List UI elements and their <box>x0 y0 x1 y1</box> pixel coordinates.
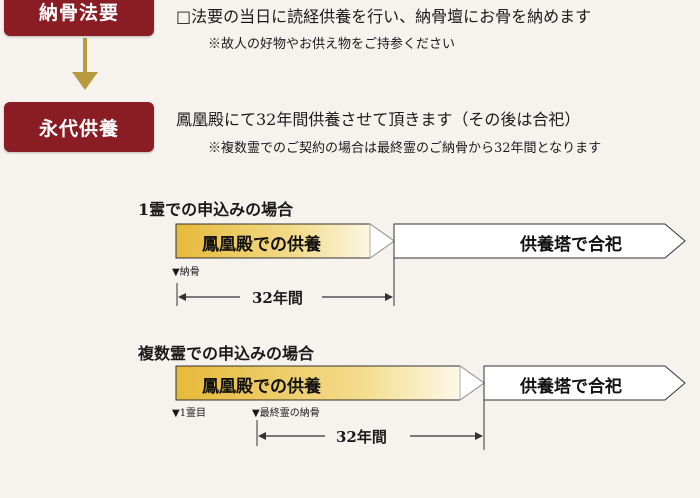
phase-goushi-label: 供養塔で合祀 <box>520 235 622 255</box>
step-title: 納骨法要 <box>38 1 119 24</box>
timeline-heading: 1霊での申込みの場合 <box>138 200 294 219</box>
step-description: □法要の当日に読経供養を行い、納骨壇にお骨を納めます <box>176 7 592 26</box>
flow-down-arrow <box>72 38 98 90</box>
step-description: 鳳凰殿にて32年間供養させて頂きます（その後は合祀） <box>176 110 581 129</box>
phase-goushi-label: 供養塔で合祀 <box>520 377 622 397</box>
marker-last-spirit: ▼最終霊の納骨 <box>252 408 320 419</box>
step-title: 永代供養 <box>38 117 119 140</box>
step-box-nokotsu-hoyo: 納骨法要 <box>4 0 154 36</box>
step-note: ※複数霊でのご契約の場合は最終霊のご納骨から32年間となります <box>208 141 602 156</box>
phase-kuyo-label: 鳳凰殿での供養 <box>202 377 321 397</box>
step-box-eitai-kuyo: 永代供養 <box>4 102 154 152</box>
timeline-heading: 複数霊での申込みの場合 <box>138 344 315 363</box>
span-label: 32年間 <box>332 426 391 447</box>
span-label: 32年間 <box>248 287 307 308</box>
marker-nokotsu: ▼納骨 <box>172 267 200 278</box>
timeline-1-bar <box>175 223 686 306</box>
step-note: ※故人の好物やお供え物をご持参ください <box>208 37 456 52</box>
timeline-2-bar <box>175 365 686 450</box>
phase-kuyo-label: 鳳凰殿での供養 <box>202 235 321 255</box>
marker-first-spirit: ▼1霊目 <box>172 408 207 419</box>
